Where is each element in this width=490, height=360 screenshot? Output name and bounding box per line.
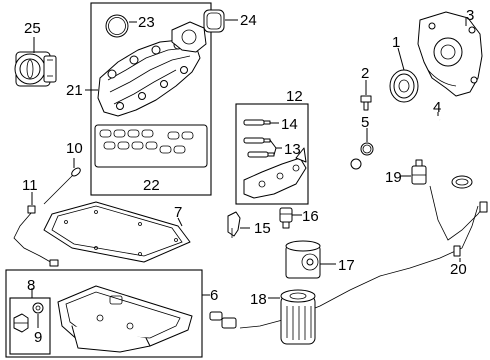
throttle-gasket [105,14,129,38]
oil-cooler [285,240,321,279]
callout-2: 2 [361,65,369,82]
callout-11: 11 [22,177,38,194]
valley-cover [243,147,307,199]
drain-plug-subframe [9,297,51,355]
callout-8: 8 [27,277,35,294]
oil-sensor-stud [227,211,241,238]
square-gasket [203,9,225,33]
callout-16: 16 [302,208,319,225]
callout-19: 19 [385,169,402,186]
callout-7: 7 [174,204,182,221]
callout-14: 14 [281,116,298,133]
valley-bolt-14 [243,119,271,126]
oil-pan [57,285,193,353]
callout-22: 22 [143,177,160,194]
callout-5: 5 [361,114,369,131]
oil-pump [417,11,483,97]
crank-pulley [389,69,419,103]
oil-sensor [411,159,427,185]
callout-17: 17 [338,257,355,274]
callout-10: 10 [66,140,83,157]
callout-3: 3 [466,7,474,24]
intake-manifold [97,21,207,117]
oil-filter [280,289,316,345]
callout-15: 15 [254,220,271,237]
callout-4: 4 [433,99,441,116]
callout-6: 6 [210,287,218,304]
oil-tube [350,119,473,189]
callout-25: 25 [24,20,41,37]
callout-12: 12 [286,88,303,105]
callout-1: 1 [392,34,400,51]
throttle-body [14,51,57,87]
leader-1 [397,47,405,71]
callout-18: 18 [250,291,267,308]
callout-13: 13 [284,141,301,158]
wiring-harness [209,185,488,329]
leader-13a [269,139,277,149]
callout-21: 21 [66,82,83,99]
leader-7 [177,217,183,227]
callout-20: 20 [450,261,467,278]
oil-pan-group-frame [5,269,203,358]
dipstick [43,167,81,205]
callout-24: 24 [240,12,257,29]
oil-pressure-switch [279,207,293,229]
valley-bolts-13 [243,137,275,158]
leader-13b [273,147,277,156]
drain-washer [32,302,44,314]
oil-pan-gasket [43,201,191,263]
valley-cover-group-frame [235,103,309,205]
callout-9: 9 [34,329,42,346]
drain-plug [13,313,29,333]
pulley-bolt [360,95,372,111]
o-ring [360,142,374,156]
dipstick-tube [13,205,59,267]
intake-manifold-group-frame [90,2,212,196]
intake-gasket-set [94,124,208,168]
callout-23: 23 [138,14,155,31]
